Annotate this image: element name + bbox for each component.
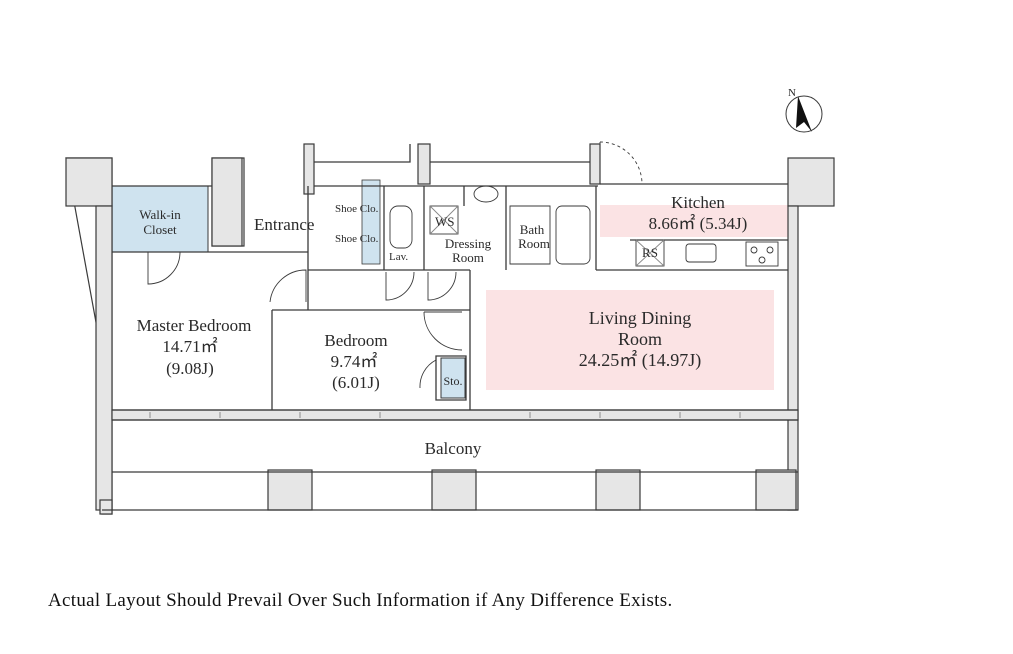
entrance-label: Entrance (254, 215, 314, 234)
dressing-room-label-2: Room (452, 250, 484, 265)
balcony-label: Balcony (425, 439, 482, 458)
storage-area (440, 357, 466, 399)
living-dining-label-2: Room (618, 329, 662, 349)
walk-in-closet-label-2: Closet (143, 222, 177, 237)
master-bedroom-area: 14.71㎡ (162, 337, 217, 356)
master-bedroom-label: Master Bedroom (137, 316, 252, 335)
bedroom-label: Bedroom (324, 331, 387, 350)
windows (149, 412, 741, 418)
north-arrow-icon (796, 96, 812, 132)
ws-label: WS (435, 214, 455, 229)
dressing-room-label: Dressing (445, 236, 492, 251)
bath-room-label: Bath (520, 222, 545, 237)
kitchen-highlight (600, 205, 788, 237)
bath-room-label-2: Room (518, 236, 550, 251)
lavatory-label: Lav. (389, 251, 408, 263)
living-dining-label: Living Dining (589, 308, 692, 328)
rs-label: RS (642, 245, 658, 260)
stove (745, 241, 779, 267)
doors (147, 141, 643, 389)
disclaimer-text: Actual Layout Should Prevail Over Such I… (48, 590, 673, 611)
kitchen-area: 8.66㎡ (5.34J) (649, 214, 748, 233)
interior-walls (102, 144, 798, 511)
compass-north-label: N (788, 87, 796, 99)
shoe-closet-area (361, 179, 381, 265)
bedroom-jo: (6.01J) (332, 373, 380, 392)
kitchen-label: Kitchen (671, 193, 725, 212)
shoe-closet-label-1: Shoe Clo. (335, 203, 379, 215)
master-bedroom-jo: (9.08J) (166, 359, 214, 378)
shoe-closet-label-2: Shoe Clo. (335, 233, 379, 245)
living-dining-area: 24.25㎡ (14.97J) (579, 349, 702, 371)
sink (685, 243, 717, 263)
refrigerator-space (635, 239, 665, 267)
living-dining-highlight (486, 290, 774, 390)
bedroom-area: 9.74㎡ (331, 352, 378, 371)
walk-in-closet-area (111, 185, 209, 253)
compass: N (785, 87, 823, 133)
bathtub (555, 205, 591, 265)
washer-space (429, 205, 459, 235)
lavatory-toilet (389, 205, 413, 249)
storage-label: Sto. (443, 374, 462, 388)
walk-in-closet-label: Walk-in (139, 207, 181, 222)
fixtures (389, 185, 779, 267)
wash-basin (473, 185, 499, 203)
